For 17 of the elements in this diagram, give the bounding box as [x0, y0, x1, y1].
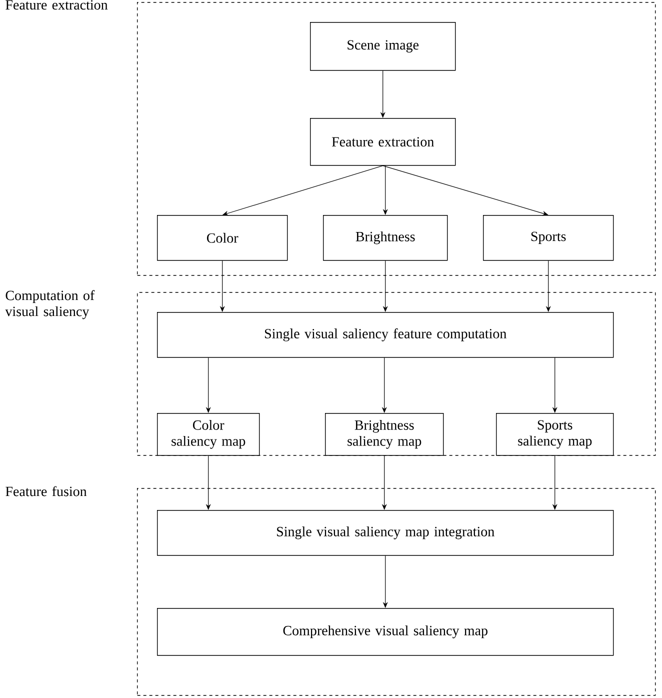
process-box: Comprehensive visual saliency map — [157, 608, 614, 656]
process-box: Brightness — [323, 215, 448, 261]
process-box: Feature extraction — [310, 118, 456, 166]
process-box: Sports saliency map — [496, 413, 614, 456]
dashed-group-frame — [137, 292, 656, 456]
group-heading: Feature extraction — [6, 0, 108, 10]
process-box: Single visual saliency map integration — [157, 510, 614, 556]
process-box: Color saliency map — [157, 413, 260, 456]
process-box: Sports — [483, 215, 614, 261]
process-box: Brightness saliency map — [325, 413, 444, 456]
group-heading: Feature fusion — [6, 486, 87, 496]
process-box: Single visual saliency feature computation — [157, 312, 614, 358]
dashed-group-frame — [137, 488, 656, 696]
group-heading: Computation of visual saliency — [5, 290, 95, 320]
dashed-group-frame — [137, 2, 656, 276]
process-box: Color — [157, 215, 288, 261]
process-box: Scene image — [310, 22, 456, 71]
